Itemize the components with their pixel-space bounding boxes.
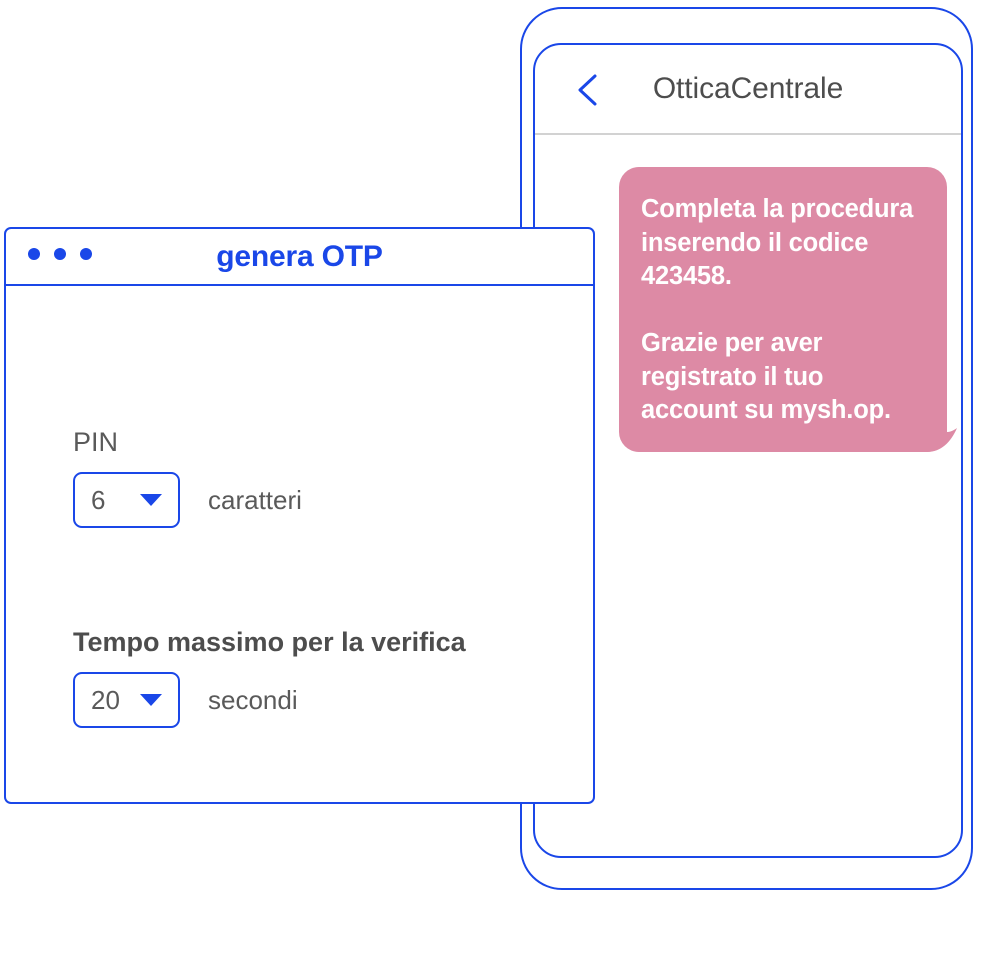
window-dot[interactable] [28, 248, 40, 260]
field-group-timeout: Tempo massimo per la verifica 20 secondi [73, 627, 466, 728]
phone-header: OtticaCentrale [535, 45, 961, 135]
phone-mockup: OtticaCentrale Completa la procedura ins… [520, 7, 973, 890]
field-label-pin: PIN [73, 427, 119, 457]
timeout-select[interactable]: 20 [73, 672, 180, 728]
chevron-down-icon [140, 694, 162, 706]
field-row-timeout: 20 secondi [73, 672, 466, 728]
phone-screen: OtticaCentrale Completa la procedura ins… [533, 43, 963, 858]
window-titlebar: genera OTP [6, 229, 593, 286]
pin-length-select[interactable]: 6 [73, 472, 180, 528]
field-group-pin: PIN 6 caratteri [73, 427, 302, 528]
message-list: Completa la procedura inserendo il codic… [619, 167, 961, 452]
timeout-unit-label: secondi [208, 684, 298, 715]
app-window: genera OTP PIN 6 caratteri Tempo massimo… [4, 227, 595, 804]
pin-unit-label: caratteri [208, 484, 302, 515]
window-dot[interactable] [54, 248, 66, 260]
message-bubble: Completa la procedura inserendo il codic… [619, 167, 957, 452]
window-dots-icon[interactable] [28, 248, 92, 260]
window-title: genera OTP [216, 240, 383, 273]
window-body: PIN 6 caratteri Tempo massimo per la ver… [6, 286, 593, 804]
timeout-value: 20 [91, 684, 120, 715]
message-bubble-tail [927, 415, 961, 452]
field-row-pin: 6 caratteri [73, 472, 302, 528]
message-bubble-text: Completa la procedura inserendo il codic… [641, 195, 914, 424]
chevron-down-icon [140, 494, 162, 506]
conversation-title: OtticaCentrale [652, 72, 844, 105]
field-label-timeout: Tempo massimo per la verifica [73, 627, 466, 657]
window-dot[interactable] [80, 248, 92, 260]
chevron-left-icon[interactable] [575, 73, 601, 107]
pin-length-value: 6 [91, 484, 106, 515]
